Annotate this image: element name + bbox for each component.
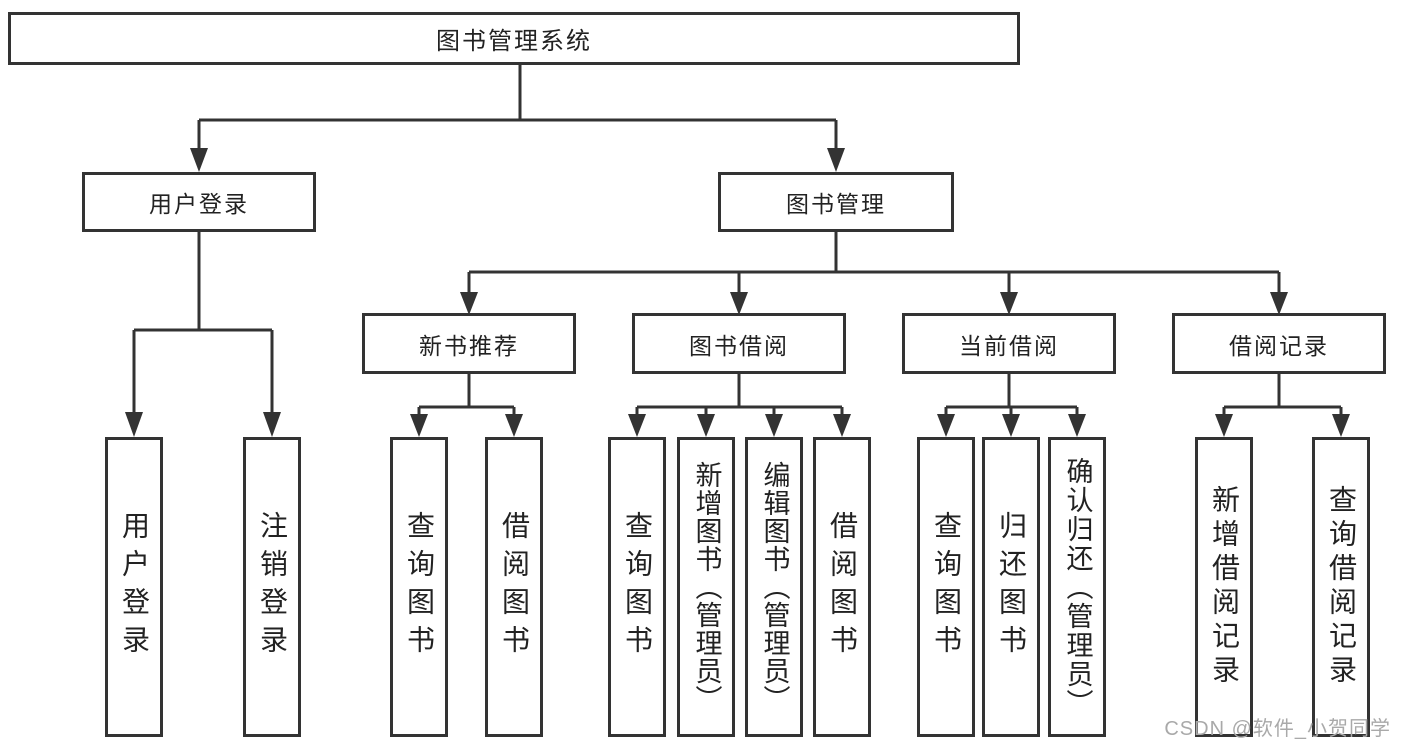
arrowheads xyxy=(125,148,1350,437)
node-new-book-recommend: 新书推荐 xyxy=(362,313,576,374)
node-book-borrow: 图书借阅 xyxy=(632,313,846,374)
leaf-return-books: 归还图书 xyxy=(982,437,1040,737)
leaf-add-book-admin: 新增图书（管理员） xyxy=(677,437,735,737)
leaf-borrow-books-borrow: 借阅图书 xyxy=(813,437,871,737)
leaf-confirm-return-admin: 确认归还（管理员） xyxy=(1048,437,1106,737)
leaf-borrow-books-recommend: 借阅图书 xyxy=(485,437,543,737)
node-current-borrow: 当前借阅 xyxy=(902,313,1116,374)
node-root: 图书管理系统 xyxy=(8,12,1020,65)
leaf-user-login: 用户登录 xyxy=(105,437,163,737)
leaf-logout: 注销登录 xyxy=(243,437,301,737)
node-borrow-records: 借阅记录 xyxy=(1172,313,1386,374)
leaf-query-borrow-record: 查询借阅记录 xyxy=(1312,437,1370,737)
leaf-query-books-borrow: 查询图书 xyxy=(608,437,666,737)
node-book-management: 图书管理 xyxy=(718,172,954,232)
leaf-query-books-current: 查询图书 xyxy=(917,437,975,737)
csdn-watermark: CSDN @软件_小贺同学 xyxy=(1164,718,1391,740)
leaf-query-books-recommend: 查询图书 xyxy=(390,437,448,737)
leaf-add-borrow-record: 新增借阅记录 xyxy=(1195,437,1253,737)
leaf-edit-book-admin: 编辑图书（管理员） xyxy=(745,437,803,737)
node-user-login: 用户登录 xyxy=(82,172,316,232)
